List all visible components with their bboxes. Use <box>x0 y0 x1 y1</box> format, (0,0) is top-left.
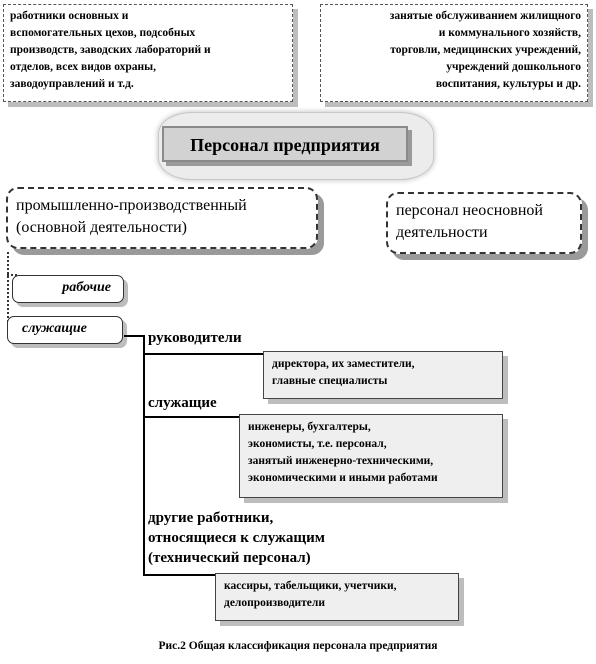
connector-technical <box>143 574 215 576</box>
note-line: и коммунального хозяйств, <box>438 27 581 39</box>
note-line: производств, заводских лабораторий и <box>10 44 211 56</box>
box-specialists: инженеры, бухгалтеры, экономисты, т.е. п… <box>239 414 503 498</box>
dotted-connector-tick <box>7 274 17 276</box>
connector-specialists <box>143 416 239 418</box>
connector-horizontal <box>124 335 145 337</box>
dotted-connector <box>7 252 9 334</box>
heading-specialists: служащие <box>148 395 217 411</box>
note-line: отделов, всех видов охраны, <box>10 61 157 73</box>
heading-technical: другие работники, относящиеся к служащим… <box>148 508 408 568</box>
pill-employees: служащие <box>7 316 123 344</box>
note-line: занятые обслуживанием жилищного <box>389 10 581 22</box>
note-line: работники основных и <box>10 10 129 22</box>
category-main-activity: промышленно-производственный (основной д… <box>6 187 318 249</box>
box-line: кассиры, табельщики, учетчики, <box>224 580 397 592</box>
category-line: промышленно-производственный <box>16 197 247 214</box>
box-line: директора, их заместители, <box>272 358 415 370</box>
category-line: персонал неосновной <box>396 202 543 219</box>
note-line: учреждений дошкольного <box>446 61 581 73</box>
box-line: инженеры, бухгалтеры, <box>248 421 371 433</box>
note-line: вспомогательных цехов, подсобных <box>10 27 196 39</box>
box-technical: кассиры, табельщики, учетчики, делопроиз… <box>215 573 459 621</box>
box-line: занятый инженерно-техническими, <box>248 455 434 467</box>
note-main-staff: работники основных и вспомогательных цех… <box>3 4 293 102</box>
note-line: заводоуправлений и т.д. <box>10 78 134 90</box>
category-line: деятельности <box>396 224 488 241</box>
heading-line: другие работники, <box>148 510 274 526</box>
box-line: экономическими и иными работами <box>248 472 438 484</box>
box-managers: директора, их заместители, главные специ… <box>263 351 503 399</box>
pill-workers: рабочие <box>12 275 124 303</box>
figure-caption: Рис.2 Общая классификация персонала пред… <box>158 640 438 652</box>
category-line: (основной деятельности) <box>16 219 187 236</box>
category-non-main-activity: персонал неосновной деятельности <box>386 192 582 254</box>
heading-line: относящиеся к служащим <box>148 530 325 546</box>
heading-line: (технический персонал) <box>148 550 311 566</box>
box-line: делопроизводители <box>224 597 325 609</box>
box-line: экономисты, т.е. персонал, <box>248 438 387 450</box>
page-title: Персонал предприятия <box>162 126 408 162</box>
note-non-main-staff: занятые обслуживанием жилищного и коммун… <box>320 4 588 102</box>
heading-managers: руководители <box>148 330 242 346</box>
note-line: воспитания, культуры и др. <box>435 78 581 90</box>
connector-spine <box>143 335 145 576</box>
box-line: главные специалисты <box>272 375 388 387</box>
connector-managers <box>143 353 263 355</box>
note-line: торговли, медицинских учреждений, <box>390 44 581 56</box>
